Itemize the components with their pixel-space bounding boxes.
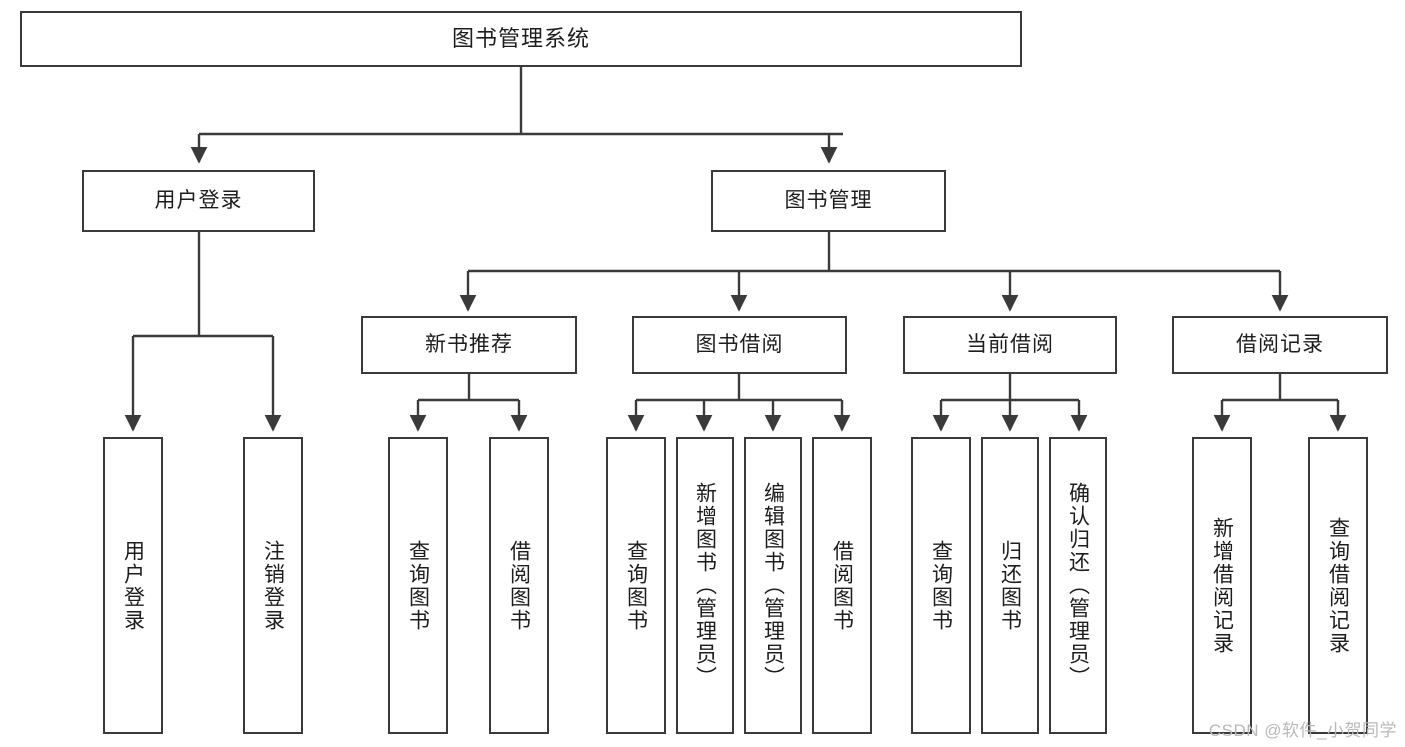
node-book-borrow[interactable]: 图书借阅: [632, 316, 847, 374]
node-label: 借阅图书: [830, 539, 854, 632]
node-leaf-borrow-book-borrow[interactable]: 借阅图书: [812, 437, 872, 734]
node-label: 查询图书: [406, 539, 430, 632]
node-leaf-user-login[interactable]: 用户登录: [103, 437, 163, 734]
node-label: 查询图书: [929, 539, 953, 632]
node-leaf-edit-book-admin[interactable]: 编辑图书（管理员）: [744, 437, 802, 734]
node-leaf-query-book-recommend[interactable]: 查询图书: [388, 437, 448, 734]
node-new-book-recommend[interactable]: 新书推荐: [361, 316, 577, 374]
node-label: 归还图书: [998, 539, 1022, 632]
node-label: 借阅记录: [1236, 332, 1324, 356]
node-leaf-add-borrow-record[interactable]: 新增借阅记录: [1192, 437, 1252, 734]
node-label: 查询图书: [624, 539, 648, 632]
node-leaf-query-book-current[interactable]: 查询图书: [911, 437, 971, 734]
node-label: 编辑图书（管理员）: [761, 482, 785, 689]
node-label: 确认归还（管理员）: [1066, 482, 1090, 689]
node-label: 用户登录: [154, 188, 243, 212]
node-leaf-return-book[interactable]: 归还图书: [981, 437, 1039, 734]
node-leaf-borrow-book-recommend[interactable]: 借阅图书: [489, 437, 549, 734]
node-borrow-record[interactable]: 借阅记录: [1172, 316, 1388, 374]
node-label: 用户登录: [121, 539, 145, 632]
node-leaf-confirm-return-admin[interactable]: 确认归还（管理员）: [1049, 437, 1107, 734]
node-label: 图书借阅: [695, 332, 784, 356]
node-leaf-query-book-borrow[interactable]: 查询图书: [606, 437, 666, 734]
node-label: 注销登录: [261, 539, 285, 632]
node-leaf-logout-login[interactable]: 注销登录: [243, 437, 303, 734]
node-book-manage[interactable]: 图书管理: [711, 170, 946, 232]
csdn-watermark: CSDN @软件_小贺同学: [1208, 721, 1397, 740]
node-root-book-management-system[interactable]: 图书管理系统: [20, 11, 1022, 67]
node-label: 新增图书（管理员）: [693, 482, 717, 689]
node-label: 图书管理: [784, 188, 873, 212]
node-label: 新增借阅记录: [1210, 516, 1234, 655]
node-label: 查询借阅记录: [1326, 516, 1350, 655]
node-user-login[interactable]: 用户登录: [82, 170, 315, 232]
node-leaf-query-borrow-record[interactable]: 查询借阅记录: [1308, 437, 1368, 734]
node-leaf-add-book-admin[interactable]: 新增图书（管理员）: [676, 437, 734, 734]
node-label: 图书管理系统: [451, 26, 590, 52]
node-current-borrow[interactable]: 当前借阅: [903, 316, 1117, 374]
node-label: 当前借阅: [966, 332, 1054, 356]
node-label: 借阅图书: [507, 539, 531, 632]
node-label: 新书推荐: [425, 332, 513, 356]
